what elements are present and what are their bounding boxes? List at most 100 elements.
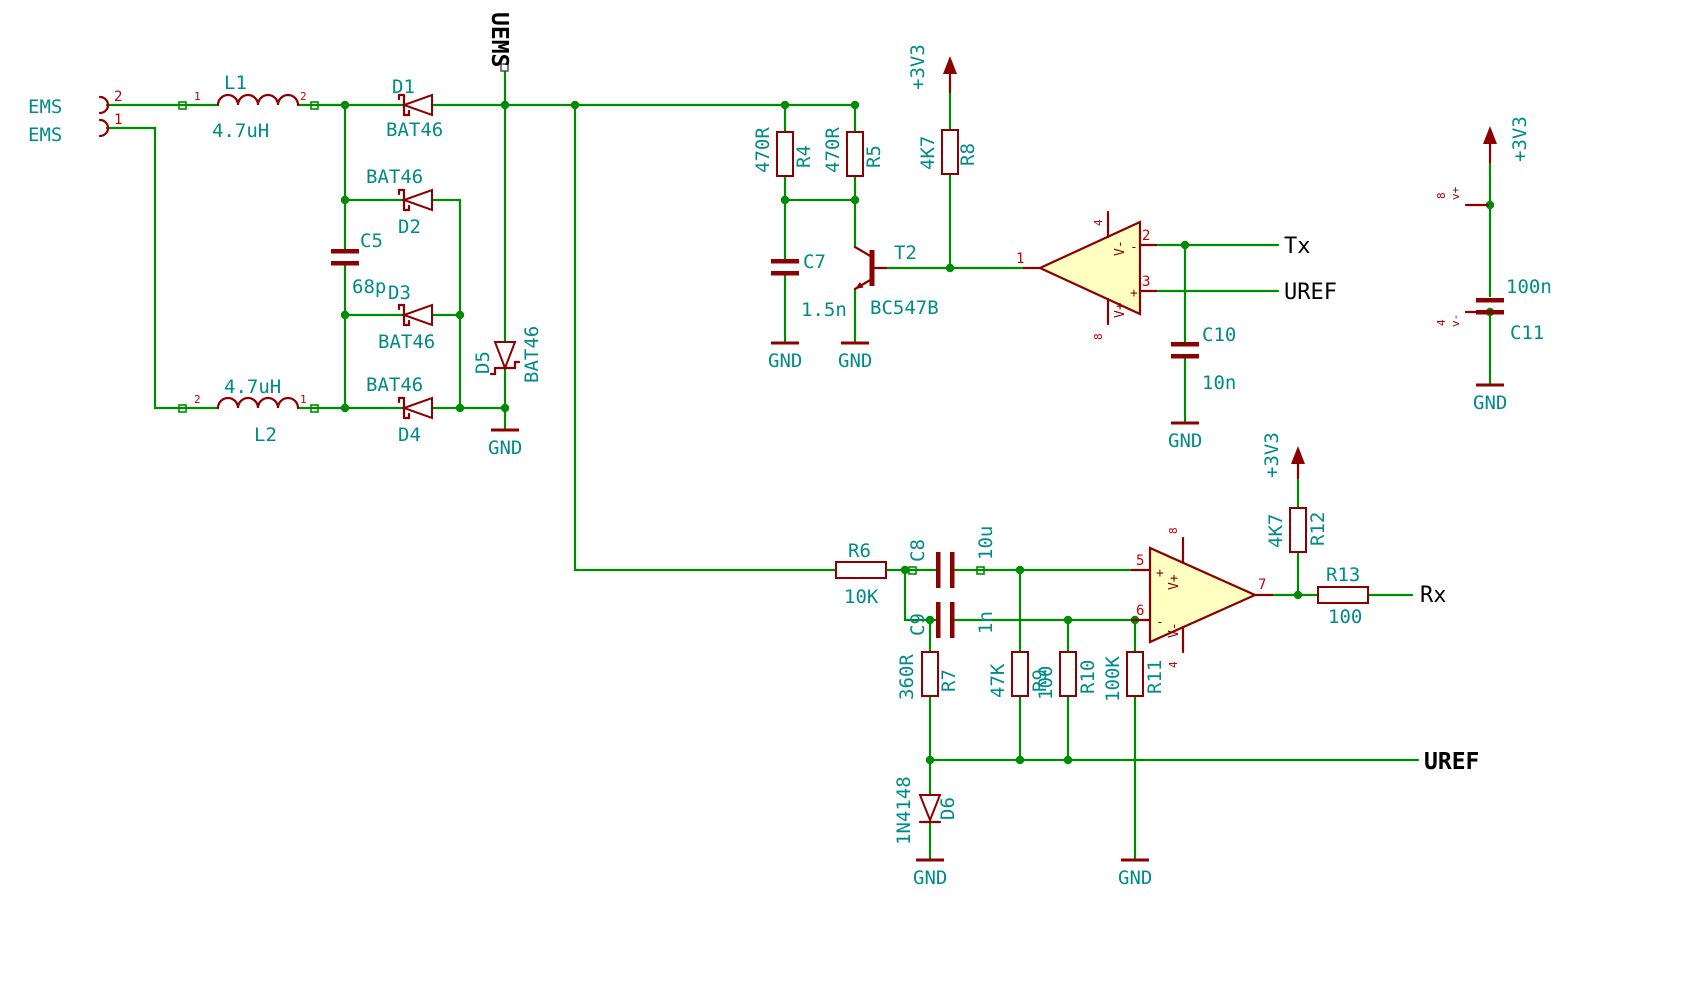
part-ref: R11 xyxy=(1144,660,1166,694)
cap-plate xyxy=(950,552,955,588)
gnd-symbol-c10: GND xyxy=(1168,421,1202,452)
part-value: 4.7uH xyxy=(212,120,269,142)
part-ref: D2 xyxy=(398,216,421,238)
schottky-hook xyxy=(402,319,411,327)
junction-dot xyxy=(500,403,510,413)
capacitor-c8: C8 10u xyxy=(907,526,997,588)
pin-square xyxy=(908,566,917,575)
part-value: 1N4148 xyxy=(893,776,915,845)
resistor-body xyxy=(1289,507,1307,553)
diode-d2: BAT46 D2 xyxy=(366,166,433,238)
junction-dot xyxy=(1180,240,1190,250)
resistor-body xyxy=(941,129,959,175)
part-ref: R4 xyxy=(793,145,815,168)
junction-dot xyxy=(570,100,580,110)
part-ref: L2 xyxy=(254,424,277,446)
part-ref: D4 xyxy=(398,424,421,446)
resistor-body xyxy=(1126,651,1144,697)
connector-ems: EMS EMS 2 1 xyxy=(28,89,122,146)
part-ref: R13 xyxy=(1326,564,1360,586)
junction-dot xyxy=(1063,615,1073,625)
opamp-vplus-label: V+ xyxy=(1167,574,1182,590)
inductor-coil xyxy=(216,93,300,107)
diode-triangle xyxy=(401,303,433,327)
capacitor-c7: C7 1.5n xyxy=(771,251,847,321)
inductor-coil xyxy=(216,396,300,410)
part-ref: D5 xyxy=(472,351,494,374)
junction-dot xyxy=(1063,755,1073,765)
junction-dot xyxy=(780,195,790,205)
pin-number: 4 xyxy=(1435,319,1448,326)
pin-number: 4 xyxy=(1092,219,1105,226)
part-value: 100 xyxy=(1328,606,1362,628)
transistor-collector xyxy=(853,245,874,259)
part-value: 100 xyxy=(1035,666,1057,700)
opamp-vplus-label: V+ xyxy=(1113,302,1128,318)
part-ref: D6 xyxy=(937,797,959,820)
pin-square xyxy=(310,404,319,413)
schottky-hook xyxy=(397,188,406,196)
junction-dot xyxy=(780,100,790,110)
cap-plate xyxy=(936,552,941,588)
schottky-hook xyxy=(397,303,406,311)
cap-plate xyxy=(771,259,799,264)
junction-dot xyxy=(1015,755,1025,765)
capacitor-c5: C5 68p xyxy=(331,230,386,298)
resistor-r7: 360R R7 xyxy=(896,651,960,700)
supply-label: +3V3 xyxy=(1261,432,1283,478)
pin-number: 1 xyxy=(1016,251,1024,267)
gnd-label: GND xyxy=(1118,867,1152,889)
resistor-body xyxy=(921,651,939,697)
resistor-r8: 4K7 R8 xyxy=(917,129,979,175)
junction-dot xyxy=(340,195,350,205)
pin-number: 8 xyxy=(1435,192,1448,199)
diode-d1: D1 BAT46 xyxy=(386,76,443,141)
part-ref: R12 xyxy=(1307,512,1329,546)
schottky-hook xyxy=(402,204,411,212)
resistor-body xyxy=(1011,651,1029,697)
part-ref: C7 xyxy=(803,251,826,273)
part-ref: C8 xyxy=(907,539,929,562)
diode-triangle xyxy=(401,188,433,212)
part-value: 68p xyxy=(352,276,386,298)
label-anchor xyxy=(500,63,509,72)
resistor-r12: 4K7 R12 xyxy=(1265,507,1329,553)
part-value: 47K xyxy=(987,663,1009,698)
junction-dot xyxy=(945,263,955,273)
part-ref: R9 xyxy=(1029,669,1051,692)
cap-plate xyxy=(1476,310,1504,315)
part-ref: T2 xyxy=(894,242,917,264)
cap-plate xyxy=(1476,298,1504,303)
pin-number: 2 xyxy=(194,393,201,406)
cap-plate xyxy=(771,271,799,276)
part-value: BC547B xyxy=(870,297,939,319)
net-name-uref-bottom: UREF xyxy=(1424,749,1479,775)
resistor-body xyxy=(776,131,794,177)
pin-number: 3 xyxy=(1142,274,1150,290)
part-ref: C10 xyxy=(1202,324,1236,346)
supply-arrow-icon xyxy=(1291,446,1305,464)
pin-number: 2 xyxy=(1142,228,1150,244)
diode-d3: D3 BAT46 xyxy=(378,282,435,353)
pin-square xyxy=(178,101,187,110)
pin-name: v+ xyxy=(1449,186,1462,200)
part-ref: C9 xyxy=(907,613,929,636)
pin-number: 8 xyxy=(1092,333,1105,340)
capacitor-c9: C9 1n xyxy=(907,602,997,638)
diode-d5: D5 BAT46 xyxy=(472,326,543,383)
gnd-symbol-d5: GND xyxy=(488,428,522,459)
part-ref: C5 xyxy=(360,230,383,252)
part-value: 100K xyxy=(1102,656,1124,702)
junction-dot xyxy=(455,310,465,320)
schottky-hook xyxy=(402,412,411,420)
diode-triangle xyxy=(401,93,433,117)
opamp-triangle xyxy=(1037,220,1142,316)
part-value: 4K7 xyxy=(917,136,939,170)
diode-triangle xyxy=(493,341,517,371)
part-ref: D1 xyxy=(392,76,415,98)
junction-dot xyxy=(500,100,510,110)
opamp-minus-mark: - xyxy=(1156,615,1164,630)
pin-number: 7 xyxy=(1258,577,1266,593)
part-ref: R6 xyxy=(848,540,871,562)
schottky-hook xyxy=(489,366,497,376)
